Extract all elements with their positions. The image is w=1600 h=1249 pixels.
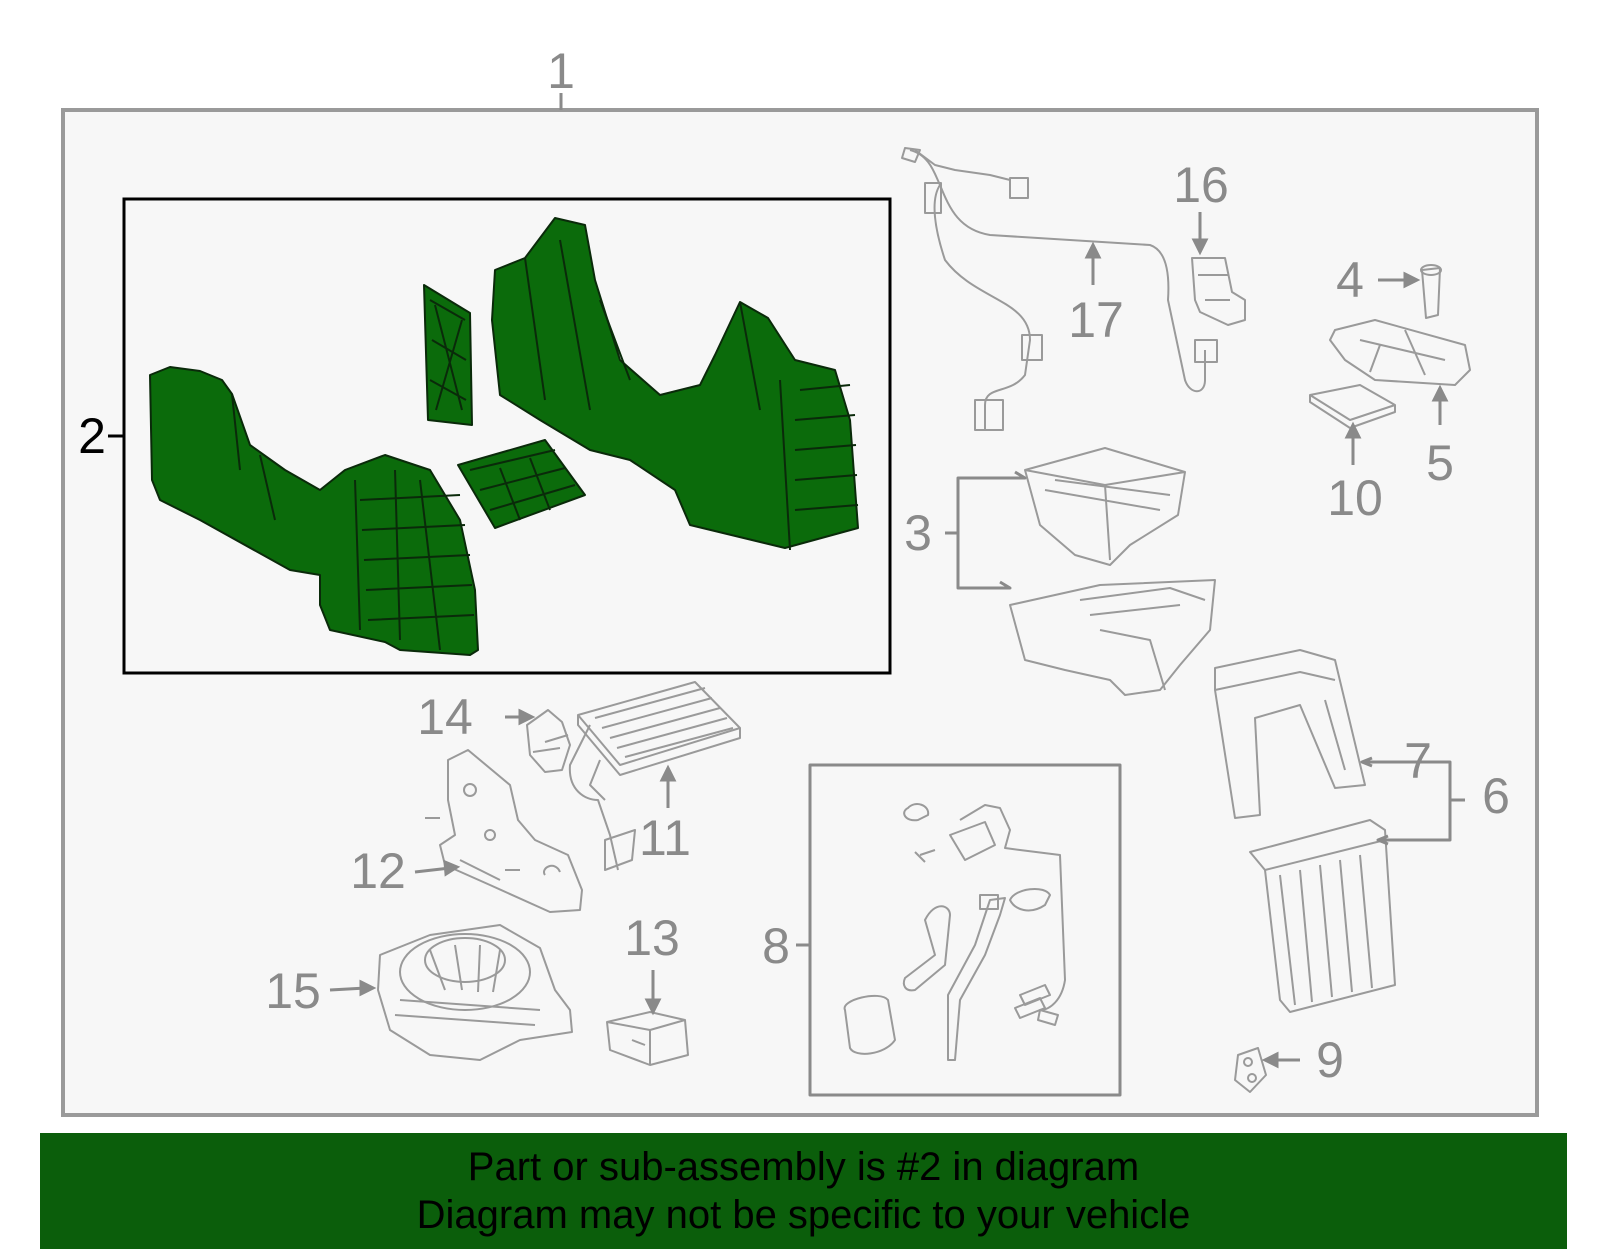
callout-5: 5 <box>1426 435 1454 491</box>
banner-line-1: Part or sub-assembly is #2 in diagram <box>467 1145 1140 1189</box>
bracket-12 <box>439 749 583 913</box>
seal-7 <box>1214 649 1366 819</box>
tube-8 <box>903 803 930 822</box>
grey-parts <box>377 147 1471 1097</box>
callout-14: 14 <box>417 689 473 745</box>
subassembly-8-frame <box>808 763 1122 1097</box>
right-duct-part <box>491 217 859 549</box>
info-banner: Part or sub-assembly is #2 in diagram Di… <box>40 1133 1567 1249</box>
arrow-leaders <box>329 212 1449 1069</box>
control-5 <box>1329 319 1471 386</box>
callout-6: 6 <box>1482 768 1510 824</box>
callout-4: 4 <box>1336 252 1364 308</box>
case-3-upper <box>1024 447 1186 566</box>
evaporator-6 <box>1249 819 1396 1013</box>
callout-15: 15 <box>265 963 321 1019</box>
blower-15 <box>377 924 573 1061</box>
callout-7: 7 <box>1404 733 1432 789</box>
leader-6-7 <box>1365 760 1452 842</box>
callout-3: 3 <box>904 505 932 561</box>
callout-10: 10 <box>1327 470 1383 526</box>
callout-11: 11 <box>639 810 691 866</box>
banner-line-2: Diagram may not be specific to your vehi… <box>416 1193 1191 1237</box>
callout-12: 12 <box>350 843 406 899</box>
callout-8: 8 <box>762 918 790 974</box>
callout-13: 13 <box>624 910 680 966</box>
callout-9: 9 <box>1316 1032 1344 1088</box>
gasket-9 <box>1234 1047 1267 1093</box>
case-3-lower <box>1009 579 1216 696</box>
resistor-13 <box>606 1011 689 1066</box>
callout-2: 2 <box>78 408 106 464</box>
sensor-14 <box>526 709 571 773</box>
callout-1: 1 <box>547 43 575 99</box>
door-part <box>457 439 586 529</box>
part-2-details <box>231 239 859 651</box>
callout-16: 16 <box>1173 157 1229 213</box>
bulb-4 <box>1421 267 1441 319</box>
callout-17: 17 <box>1068 292 1124 348</box>
sensor-16 <box>1191 257 1246 326</box>
wire-harness-17 <box>909 149 1206 393</box>
